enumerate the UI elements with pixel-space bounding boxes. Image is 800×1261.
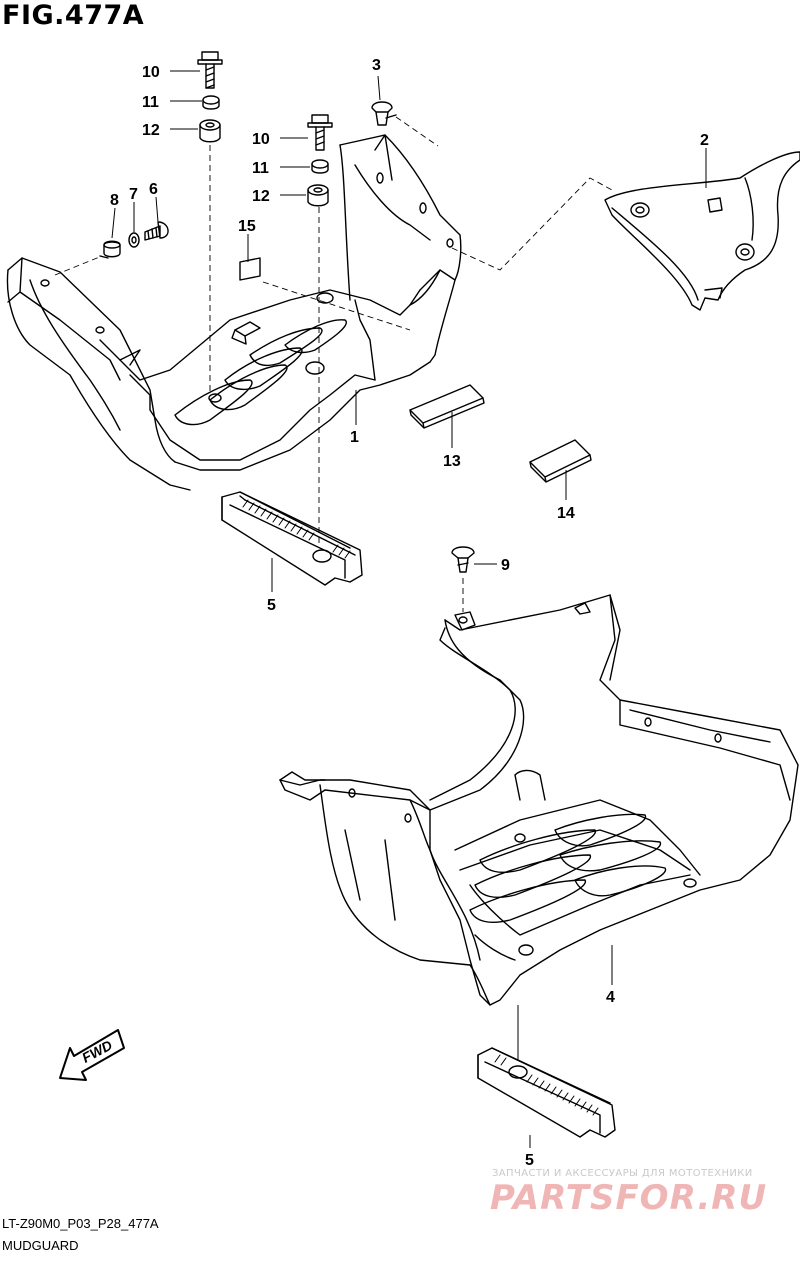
callout-12a: 12 (142, 122, 160, 139)
callout-5b: 5 (525, 1152, 534, 1169)
callout-5a: 5 (267, 597, 276, 614)
callout-3: 3 (372, 57, 381, 74)
assembly-lines (54, 116, 613, 612)
washer-11a (202, 95, 220, 110)
callout-7: 7 (129, 186, 138, 203)
figure-code: LT-Z90M0_P03_P28_477A (2, 1216, 159, 1231)
part-5-upper-pad (221, 491, 363, 586)
callout-12b: 12 (252, 188, 270, 205)
bolt-10b (307, 114, 333, 151)
part-2-bracket (604, 151, 800, 311)
leader-lines (111, 70, 707, 1148)
screw-6 (144, 221, 169, 241)
callout-4: 4 (606, 989, 615, 1006)
callout-13: 13 (443, 453, 461, 470)
callout-8: 8 (110, 192, 119, 209)
part-4-lower-mudguard (279, 594, 799, 1006)
part-1-upper-mudguard (6, 134, 462, 491)
callout-2: 2 (700, 132, 709, 149)
watermark-tagline: ЗАПЧАСТИ И АКСЕССУАРЫ ДЛЯ МОТОТЕХНИКИ (492, 1168, 753, 1179)
bolt-10a (197, 51, 223, 89)
clip-9 (451, 546, 475, 573)
pad-14 (529, 439, 592, 483)
fwd-arrow (59, 1029, 125, 1081)
clip-3 (371, 101, 397, 126)
figure-title: FIG.477A (2, 0, 145, 31)
callout-10b: 10 (252, 131, 270, 148)
callout-6: 6 (149, 181, 158, 198)
callout-15: 15 (238, 218, 256, 235)
pad-15 (239, 257, 261, 281)
callout-11b: 11 (252, 160, 269, 177)
grommet-8 (99, 240, 121, 259)
collar-12a (199, 119, 221, 143)
part-5-lower-pad (477, 1047, 616, 1138)
collar-12b (307, 184, 329, 207)
callout-11a: 11 (142, 94, 159, 111)
callout-labels: 10 11 12 3 10 11 12 2 8 7 6 15 1 13 14 5… (110, 57, 709, 1169)
washer-11b (311, 159, 329, 174)
watermark-brand: PARTSFOR.RU (490, 1178, 768, 1218)
section-name: MUDGUARD (2, 1238, 79, 1253)
callout-1: 1 (350, 429, 359, 446)
pad-13 (409, 384, 485, 429)
callout-10a: 10 (142, 64, 160, 81)
callout-14: 14 (557, 505, 575, 522)
callout-9: 9 (501, 557, 510, 574)
washer-7 (128, 232, 140, 248)
